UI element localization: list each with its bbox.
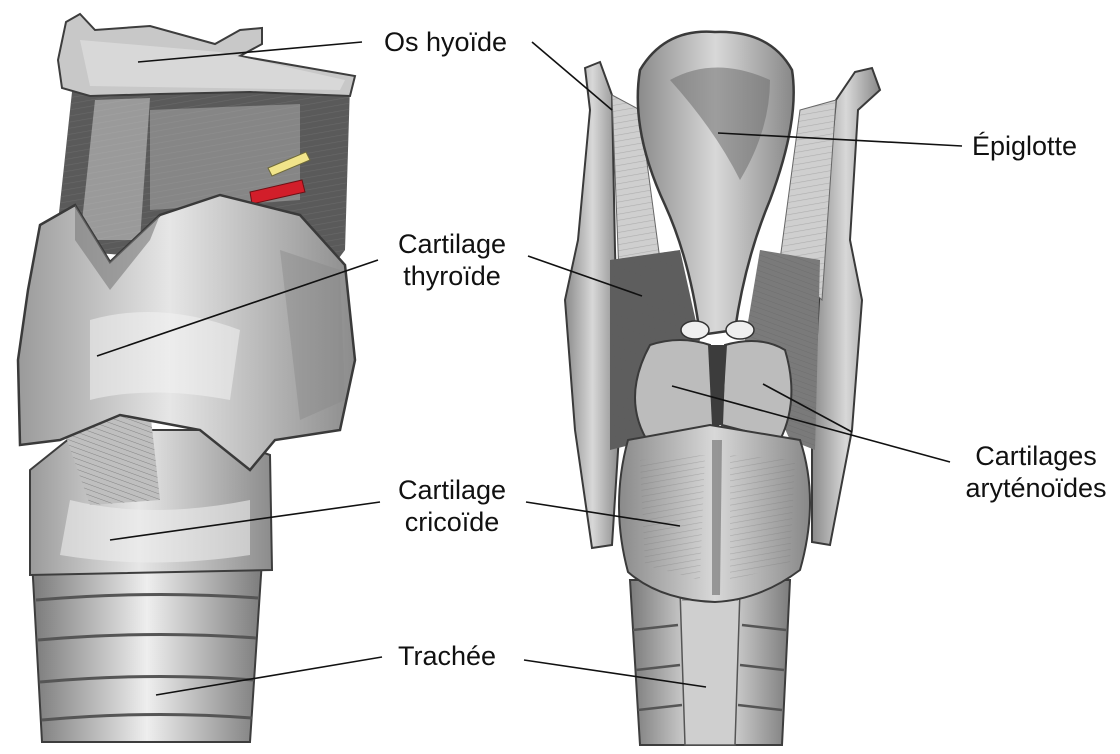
label-cartilage-cricoide-line1: Cartilage (398, 474, 506, 506)
label-epiglotte-text: Épiglotte (972, 130, 1077, 162)
label-cartilage-thyroide: Cartilage thyroïde (398, 228, 506, 292)
label-cartilage-cricoide-line2: cricoïde (398, 506, 506, 538)
label-cartilage-cricoide: Cartilage cricoïde (398, 474, 506, 538)
larynx-anterior-view (18, 14, 355, 742)
trachea-posterior (630, 580, 790, 745)
label-epiglotte: Épiglotte (972, 130, 1077, 162)
label-cartilage-thyroide-line2: thyroïde (398, 260, 506, 292)
label-os-hyoide-text: Os hyoïde (384, 26, 507, 58)
label-cartilages-arytenoides-line1: Cartilages (965, 440, 1106, 472)
corniculate-nodule-right (726, 321, 754, 339)
corniculate-nodule-left (681, 321, 709, 339)
label-trachee: Trachée (398, 640, 496, 672)
label-os-hyoide: Os hyoïde (384, 26, 507, 58)
label-cartilages-arytenoides: Cartilages aryténoïdes (965, 440, 1106, 504)
label-cartilages-arytenoides-line2: aryténoïdes (965, 472, 1106, 504)
label-trachee-text: Trachée (398, 640, 496, 672)
label-cartilage-thyroide-line1: Cartilage (398, 228, 506, 260)
trachea-anterior (32, 560, 262, 742)
arytenoid-cartilage-right (722, 341, 791, 440)
